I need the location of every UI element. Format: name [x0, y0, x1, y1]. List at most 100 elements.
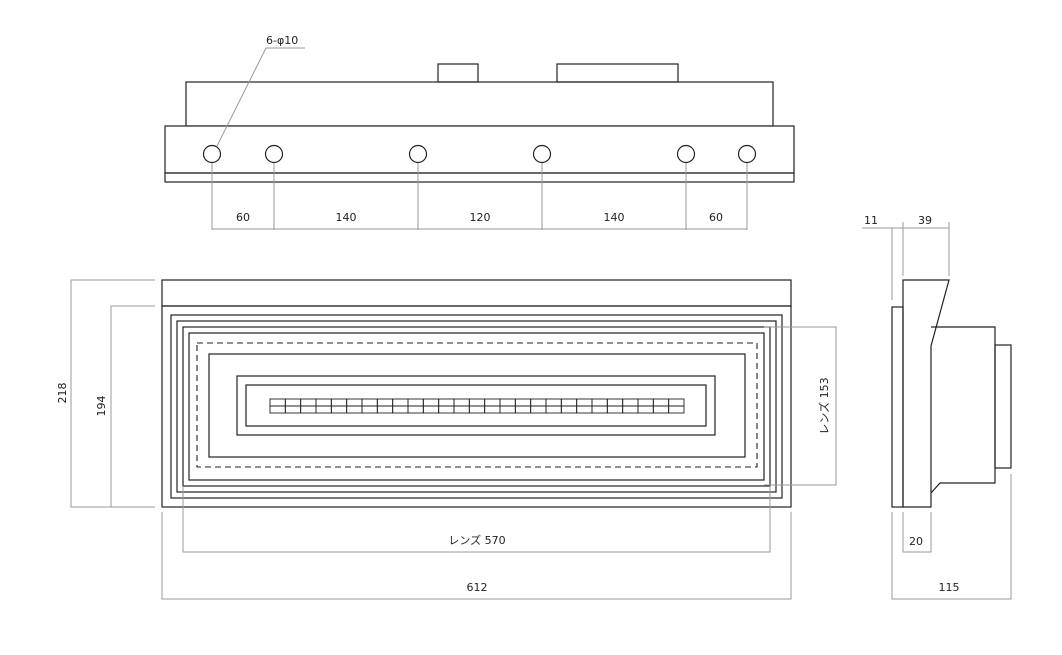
- mounting-hole: [264, 144, 284, 164]
- lens-width-dimension: レンズ 570: [182, 486, 771, 553]
- led-cell: [376, 398, 394, 407]
- height-inner-label: 194: [95, 396, 108, 417]
- top-view: 6-φ10 60 140 120 140 60: [164, 34, 795, 230]
- led-cell: [576, 405, 593, 414]
- hole-spacing-label: 140: [604, 211, 625, 224]
- mounting-hole: [408, 144, 428, 164]
- led-cell: [484, 405, 501, 414]
- side-dim-11-label: 11: [864, 214, 878, 227]
- side-rear-body: [930, 326, 996, 494]
- led-cell: [560, 405, 578, 414]
- mounting-hole: [202, 144, 222, 164]
- mounting-hole: [532, 144, 552, 164]
- led-cell: [468, 398, 486, 407]
- top-terminal-box-left: [437, 63, 479, 83]
- hole-spacing-label: 120: [470, 211, 491, 224]
- lens-height-label: レンズ 153: [817, 377, 831, 434]
- width-overall-dimension: 612: [161, 512, 792, 600]
- side-bottom-dimension: 20: [902, 512, 932, 553]
- led-cell: [622, 398, 639, 407]
- led-cell: [576, 398, 593, 407]
- width-overall-label: 612: [467, 581, 488, 594]
- led-cell: [269, 405, 286, 414]
- lens-dashed-outline: [196, 342, 758, 468]
- side-depth-dimension: 115: [891, 474, 1012, 600]
- led-cell: [468, 405, 486, 414]
- led-cell: [392, 398, 409, 407]
- front-view: 218 194 レンズ 153 レンズ 570 612: [56, 279, 837, 600]
- led-cell: [361, 398, 378, 407]
- led-cell: [560, 398, 578, 407]
- led-cell: [330, 405, 348, 414]
- led-cell: [499, 405, 516, 414]
- lens-width-label: レンズ 570: [448, 533, 505, 547]
- top-flange-base-strip: [164, 172, 795, 183]
- led-cell: [652, 405, 670, 414]
- side-view: 11 39 20 115: [862, 214, 1012, 600]
- led-cell: [300, 405, 317, 414]
- led-cell: [315, 398, 332, 407]
- front-frame-step-1: [170, 314, 783, 499]
- led-cell: [300, 398, 317, 407]
- hole-spacing-dimension: 60 140 120 140 60: [211, 163, 748, 230]
- hole-spacing-label: 140: [336, 211, 357, 224]
- led-cell: [606, 405, 624, 414]
- led-cell: [499, 398, 516, 407]
- led-cell: [545, 398, 562, 407]
- mounting-hole: [676, 144, 696, 164]
- side-depth-label: 115: [939, 581, 960, 594]
- led-cell: [392, 405, 409, 414]
- led-cell: [284, 405, 302, 414]
- side-dim-20-label: 20: [909, 535, 923, 548]
- hole-callout-leader: [216, 47, 305, 147]
- height-inner-dimension: 194: [95, 305, 155, 507]
- led-cell: [514, 398, 532, 407]
- led-cell: [438, 405, 455, 414]
- led-cell: [453, 405, 470, 414]
- led-cell: [422, 405, 440, 414]
- top-housing-body: [185, 81, 774, 127]
- mounting-holes: [202, 144, 757, 164]
- hole-callout-label: 6-φ10: [266, 34, 298, 47]
- led-cell: [484, 398, 501, 407]
- led-cell-strip: [269, 398, 685, 414]
- front-top-band: [161, 279, 792, 307]
- front-recess: [208, 353, 746, 458]
- led-cell: [668, 398, 685, 407]
- led-cell: [637, 405, 654, 414]
- led-cell: [284, 398, 302, 407]
- side-housing-profile: [902, 279, 950, 508]
- led-cell: [591, 398, 608, 407]
- height-outer-label: 218: [56, 383, 69, 404]
- led-housing-outer: [236, 375, 716, 436]
- led-cell: [530, 398, 547, 407]
- led-cell: [346, 405, 363, 414]
- led-cell: [652, 398, 670, 407]
- led-cell: [637, 398, 654, 407]
- mounting-hole: [737, 144, 757, 164]
- front-frame-step-4: [188, 332, 765, 481]
- led-cell: [330, 398, 348, 407]
- led-cell: [269, 398, 286, 407]
- led-cell: [591, 405, 608, 414]
- led-cell: [346, 398, 363, 407]
- led-cell: [453, 398, 470, 407]
- led-cell: [530, 405, 547, 414]
- top-mounting-flange: [164, 125, 795, 174]
- hole-spacing-label: 60: [236, 211, 250, 224]
- height-outer-dimension: 218: [56, 279, 155, 508]
- front-frame-step-2: [176, 320, 777, 493]
- led-cell: [668, 405, 685, 414]
- led-cell: [438, 398, 455, 407]
- led-cell: [407, 398, 424, 407]
- led-cell: [376, 405, 394, 414]
- led-cell: [514, 405, 532, 414]
- led-housing-inner: [245, 384, 707, 427]
- front-outer-frame: [161, 305, 792, 508]
- side-top-dimension: 11 39: [862, 214, 950, 300]
- led-cell: [545, 405, 562, 414]
- led-cell: [361, 405, 378, 414]
- led-cell: [422, 398, 440, 407]
- front-frame-step-3: [182, 326, 771, 487]
